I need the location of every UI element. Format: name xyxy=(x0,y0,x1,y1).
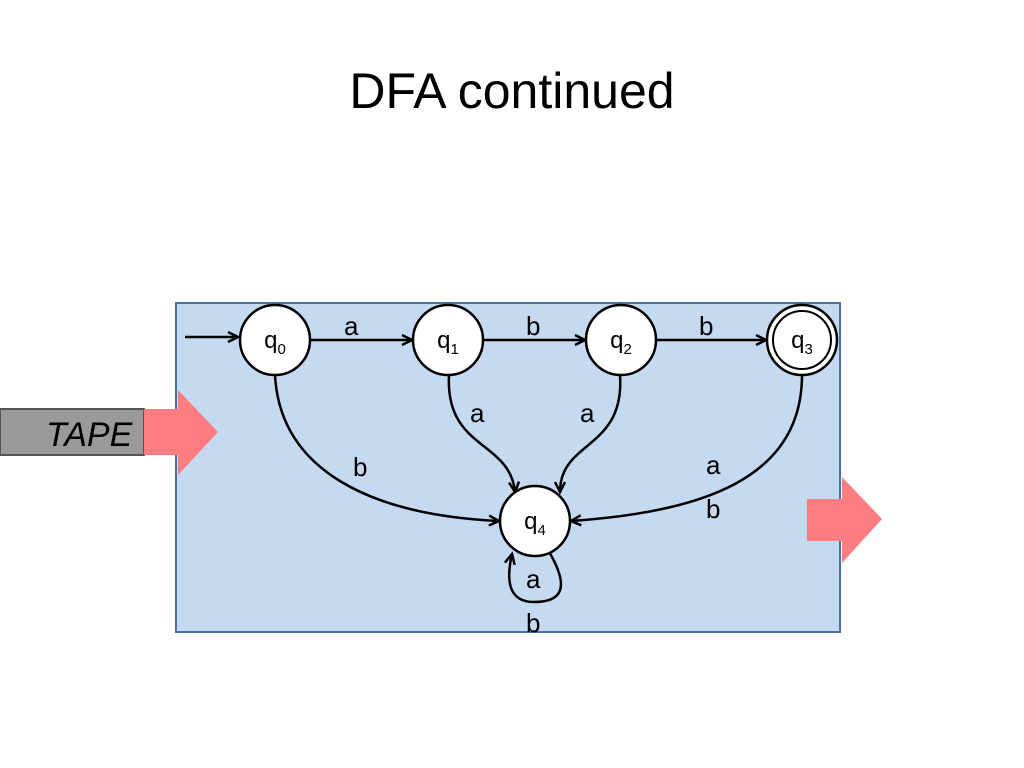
state-q1-sub: 1 xyxy=(451,341,459,358)
state-q2-name: q xyxy=(610,327,623,354)
label-q3-q4-a: a xyxy=(706,450,721,480)
state-q4-name: q xyxy=(524,508,537,535)
tape-input-arrow xyxy=(144,390,218,475)
tape: TAPE xyxy=(0,390,218,475)
svg-text:q3: q3 xyxy=(791,327,813,358)
label-q0-q4: b xyxy=(353,452,367,482)
transition-q0-q4 xyxy=(273,374,499,521)
transition-q1-q4 xyxy=(447,374,515,492)
state-q2-sub: 2 xyxy=(624,341,632,358)
state-q1-name: q xyxy=(437,327,450,354)
label-q1-q2: b xyxy=(526,311,540,341)
label-q1-q4: a xyxy=(470,398,485,428)
label-q0-q1: a xyxy=(344,311,359,341)
state-q4-sub: 4 xyxy=(538,522,546,539)
state-q0: q0 xyxy=(238,303,312,377)
label-q2-q4: a xyxy=(580,398,595,428)
svg-text:q0: q0 xyxy=(264,327,286,358)
state-q2: q2 xyxy=(584,303,658,377)
slide-title: DFA continued xyxy=(349,63,675,119)
tape-strip xyxy=(0,408,145,456)
state-q3-accept: q3 xyxy=(765,303,839,377)
svg-text:q1: q1 xyxy=(437,327,459,358)
label-q4-loop-b: b xyxy=(526,608,540,638)
output-arrow xyxy=(807,477,882,563)
svg-text:q4: q4 xyxy=(524,508,546,539)
transition-q4-loop xyxy=(509,549,563,604)
state-q0-name: q xyxy=(264,327,277,354)
svg-text:q2: q2 xyxy=(610,327,632,358)
transition-q3-q4 xyxy=(571,374,804,521)
label-q2-q3: b xyxy=(699,311,713,341)
state-q3-name: q xyxy=(791,327,804,354)
state-q0-sub: 0 xyxy=(278,341,286,358)
transition-q2-q4 xyxy=(560,374,622,492)
label-q3-q4-b: b xyxy=(706,494,720,524)
state-q1: q1 xyxy=(411,303,485,377)
tape-label: TAPE xyxy=(46,416,133,454)
state-q4: q4 xyxy=(498,484,572,558)
label-q4-loop-a: a xyxy=(526,564,541,594)
state-q3-sub: 3 xyxy=(805,341,813,358)
